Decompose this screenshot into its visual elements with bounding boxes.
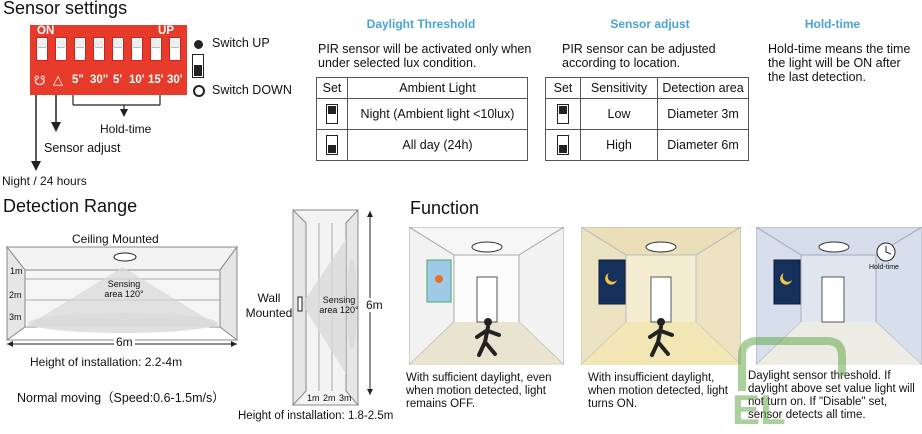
daylight-table: Set Ambient Light Night (Ambient light <… xyxy=(316,77,528,161)
ceiling-width-label: 6m xyxy=(114,335,135,349)
dip-slot-4[interactable] xyxy=(93,37,105,61)
daylight-text: PIR sensor will be activated only when u… xyxy=(318,42,532,70)
switch-down-circle-icon xyxy=(193,85,205,97)
sensor-adjust-table: Set Sensitivity Detection area Low Diame… xyxy=(545,77,749,161)
wall-height-install: Height of installation: 1.8-2.5m xyxy=(238,410,394,422)
sensor-row-2-sens: High xyxy=(580,129,658,161)
hold-time-caption: Hold-time xyxy=(804,17,861,31)
table-row: High Diameter 6m xyxy=(545,129,749,161)
dip-slot-7[interactable] xyxy=(150,37,162,61)
switch-up-label: Switch UP xyxy=(212,36,270,50)
moon-sun-icon: ☋ xyxy=(34,73,46,88)
table-row: Low Diameter 3m xyxy=(545,98,749,130)
daylight-row-1: Night (Ambient light <10lux) xyxy=(347,98,528,130)
daylight-col-ambient: Ambient Light xyxy=(347,77,528,99)
ceiling-sensing-area: Sensing area 120° xyxy=(104,279,144,299)
triangle-icon: △ xyxy=(53,72,63,87)
toggle-up-icon xyxy=(326,104,338,124)
function-scene-1 xyxy=(409,227,564,365)
wall-diagram xyxy=(292,209,359,407)
wall-mark-2: 2m xyxy=(323,393,336,403)
hold-label-5: 15' xyxy=(148,74,164,86)
sensor-col-sens: Sensitivity xyxy=(580,77,658,99)
switch-up-dot-icon xyxy=(194,40,203,49)
ceiling-height-install: Height of installation: 2.2-4m xyxy=(30,355,183,369)
function-scene-2 xyxy=(581,227,741,365)
hold-time-text: Hold-time means the time the light will … xyxy=(768,42,911,84)
dip-switch-block: ON UP ☋ △ 5" 30" 5' 10' 15' 30' xyxy=(30,25,187,95)
hold-label-2: 30" xyxy=(90,74,109,86)
function-title: Function xyxy=(410,198,480,218)
hold-label-3: 5' xyxy=(113,74,123,86)
hold-label-6: 30' xyxy=(167,74,183,86)
ceiling-mark-3: 3m xyxy=(9,312,22,322)
night-24-label: Night / 24 hours xyxy=(2,174,87,188)
switch-down-label: Switch DOWN xyxy=(212,83,292,97)
ceiling-mark-2: 2m xyxy=(9,290,22,300)
sensor-col-set: Set xyxy=(545,77,581,99)
sensor-row-1-area: Diameter 3m xyxy=(657,98,749,130)
dip-on-label: ON xyxy=(37,25,55,37)
dip-slot-3[interactable] xyxy=(74,37,86,61)
ceiling-moving-speed: Normal moving（Speed:0.6-1.5m/s） xyxy=(17,391,225,405)
dip-arrows xyxy=(31,95,161,171)
function-caption-1: With sufficient daylight, even when moti… xyxy=(406,372,552,410)
function-scene-3 xyxy=(756,227,922,365)
toggle-down-icon xyxy=(557,135,569,155)
sensor-adjust-caption: Sensor adjust xyxy=(610,17,690,31)
wall-mark-1: 1m xyxy=(307,393,320,403)
dip-slot-8[interactable] xyxy=(169,37,181,61)
clock-hold-time-label: Hold-time xyxy=(869,264,899,271)
ceiling-diagram xyxy=(5,245,238,342)
toggle-up-icon xyxy=(557,104,569,124)
dip-slot-1[interactable] xyxy=(36,37,48,61)
table-row: Night (Ambient light <10lux) xyxy=(316,98,528,130)
sensor-adjust-text: PIR sensor can be adjusted according to … xyxy=(562,42,716,70)
daylight-caption: Daylight Threshold xyxy=(366,17,476,31)
function-caption-3: Daylight sensor threshold. If daylight a… xyxy=(748,370,915,421)
sensor-row-1-sens: Low xyxy=(580,98,658,130)
function-caption-2: With insufficient daylight, when motion … xyxy=(588,372,729,410)
ceiling-mounted-label: Ceiling Mounted xyxy=(72,232,159,246)
ceiling-mark-1: 1m xyxy=(10,266,23,276)
toggle-down-icon xyxy=(326,135,338,155)
sensor-adjust-label: Sensor adjust xyxy=(44,141,121,155)
dip-slot-2[interactable] xyxy=(55,37,67,61)
daylight-row-2: All day (24h) xyxy=(347,129,528,161)
sensor-col-area: Detection area xyxy=(657,77,749,99)
sensor-settings-title: Sensor settings xyxy=(3,0,128,18)
switch-toggle-icon xyxy=(192,54,204,78)
table-row: All day (24h) xyxy=(316,129,528,161)
dip-slot-6[interactable] xyxy=(131,37,143,61)
wall-sensing-area: Sensing area 120° xyxy=(319,295,359,315)
detection-range-title: Detection Range xyxy=(3,196,138,216)
dip-slot-5[interactable] xyxy=(112,37,124,61)
sensor-row-2-area: Diameter 6m xyxy=(657,129,749,161)
daylight-col-set: Set xyxy=(316,77,348,99)
hold-label-4: 10' xyxy=(129,74,145,86)
hold-label-1: 5" xyxy=(72,74,84,86)
hold-time-label: Hold-time xyxy=(100,122,152,136)
wall-length-label: 6m xyxy=(366,298,383,312)
wall-mark-3: 3m xyxy=(339,393,352,403)
wall-mounted-label: Wall Mounted xyxy=(245,291,293,320)
dip-up-label: UP xyxy=(158,25,174,37)
